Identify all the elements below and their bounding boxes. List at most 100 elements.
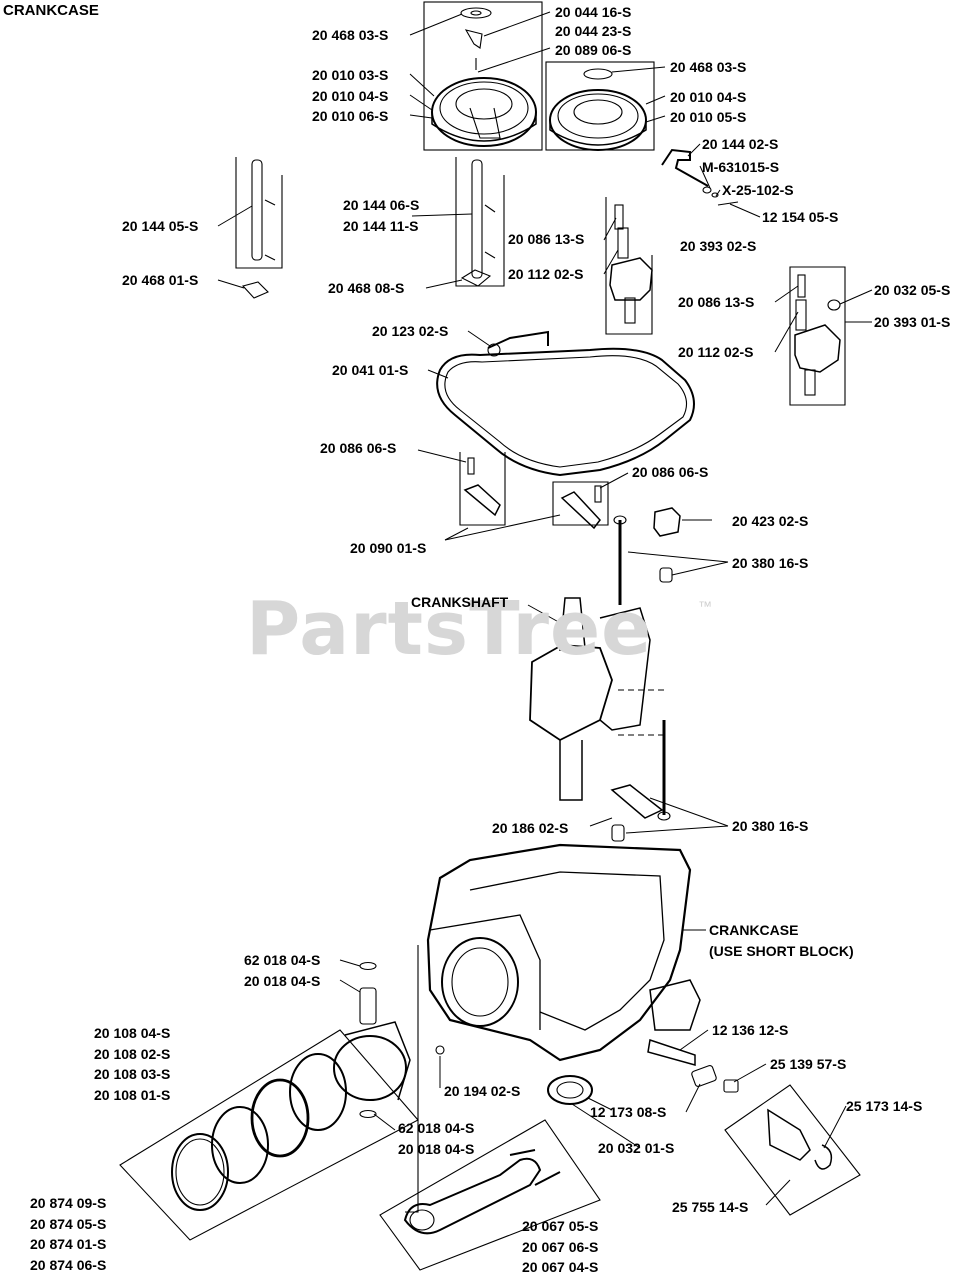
dowel-plate: [610, 784, 664, 819]
part-label[interactable]: 20 090 01-S: [350, 540, 427, 556]
tappet-group-box-a: [605, 197, 653, 335]
part-label[interactable]: 20 874 09-S: [30, 1195, 107, 1211]
diagram-title: CRANKCASE: [3, 2, 99, 19]
part-label[interactable]: 12 136 12-S: [712, 1022, 789, 1038]
part-label[interactable]: 20 423 02-S: [732, 513, 809, 529]
part-label[interactable]: 20 086 06-S: [320, 440, 397, 456]
crankshaft-shape: [559, 597, 586, 651]
part-label[interactable]: 20 108 04-S: [94, 1025, 171, 1041]
breather-tube: [661, 148, 709, 187]
part-label[interactable]: 20 108 02-S: [94, 1046, 171, 1062]
oil-seal: [547, 1075, 593, 1105]
rocker-assembly-a: [609, 257, 653, 301]
part-label[interactable]: 20 144 06-S: [343, 197, 420, 213]
part-label[interactable]: 20 144 02-S: [702, 136, 779, 152]
part-label[interactable]: 20 089 06-S: [555, 42, 632, 58]
watermark: PartsTree: [246, 586, 653, 672]
part-label[interactable]: 20 468 08-S: [328, 280, 405, 296]
part-label[interactable]: 20 032 05-S: [874, 282, 951, 298]
part-label[interactable]: 20 123 02-S: [372, 323, 449, 339]
part-label[interactable]: 20 010 03-S: [312, 67, 389, 83]
part-label[interactable]: 20 018 04-S: [244, 973, 321, 989]
part-label[interactable]: 20 067 06-S: [522, 1239, 599, 1255]
piston: [333, 1035, 407, 1101]
rocker-group-box: [459, 452, 506, 526]
part-label[interactable]: 25 173 14-S: [846, 1098, 923, 1114]
tappet-group-box-b: [789, 266, 846, 406]
cylinder-bore: [441, 937, 519, 1027]
oil-fitting-group-box: [724, 1084, 861, 1216]
guide-plate-mid: [460, 269, 492, 287]
part-label[interactable]: 12 173 08-S: [590, 1104, 667, 1120]
part-label[interactable]: 20 010 04-S: [670, 89, 747, 105]
part-label[interactable]: 20 380 16-S: [732, 818, 809, 834]
part-label[interactable]: CRANKCASE: [709, 922, 799, 938]
part-label[interactable]: 20 144 05-S: [122, 218, 199, 234]
piston-group-box: [405, 945, 419, 1213]
part-label[interactable]: CRANKSHAFT: [411, 594, 509, 610]
part-label[interactable]: 20 041 01-S: [332, 362, 409, 378]
piston-ring-3: [211, 1106, 269, 1184]
part-label[interactable]: 20 086 13-S: [678, 294, 755, 310]
part-label[interactable]: 20 086 06-S: [632, 464, 709, 480]
part-label[interactable]: 20 112 02-S: [678, 344, 754, 360]
part-label[interactable]: X-25-102-S: [722, 182, 794, 198]
part-label[interactable]: 20 067 04-S: [522, 1259, 599, 1275]
breather-hose: [487, 330, 549, 349]
part-label[interactable]: 62 018 04-S: [244, 952, 321, 968]
conrod-group-box: [379, 1119, 601, 1271]
part-label[interactable]: 20 874 06-S: [30, 1257, 107, 1273]
part-label[interactable]: 20 186 02-S: [492, 820, 569, 836]
part-label[interactable]: 20 010 06-S: [312, 108, 389, 124]
pushrod-mid: [471, 159, 483, 279]
piston-ring-1: [289, 1053, 347, 1131]
rocker-arm-left: [463, 484, 501, 517]
part-label[interactable]: 20 194 02-S: [444, 1083, 521, 1099]
part-label[interactable]: 20 086 13-S: [508, 231, 585, 247]
part-label[interactable]: 20 468 01-S: [122, 272, 199, 288]
watermark-trademark: ™: [698, 598, 712, 614]
crankcase-gasket: [436, 347, 695, 477]
part-label: (USE SHORT BLOCK): [709, 943, 854, 959]
pushrod-group-box-left: [235, 157, 283, 269]
part-label[interactable]: 12 154 05-S: [762, 209, 839, 225]
camshaft-group-box-left: [423, 1, 543, 151]
oil-filter-fitting: [767, 1108, 811, 1161]
part-label[interactable]: 25 755 14-S: [672, 1199, 749, 1215]
part-label[interactable]: M-631015-S: [702, 159, 780, 175]
rings-group-box: [119, 1029, 419, 1241]
part-label[interactable]: 20 108 03-S: [94, 1066, 171, 1082]
guide-plate-left: [241, 281, 269, 299]
pushrod-group-box-mid: [455, 157, 505, 287]
part-label[interactable]: 20 044 23-S: [555, 23, 632, 39]
part-label[interactable]: 20 067 05-S: [522, 1218, 599, 1234]
part-label[interactable]: 25 139 57-S: [770, 1056, 847, 1072]
part-label[interactable]: 20 468 03-S: [670, 59, 747, 75]
part-label[interactable]: 20 018 04-S: [398, 1141, 475, 1157]
part-label[interactable]: 20 044 16-S: [555, 4, 632, 20]
part-label[interactable]: 62 018 04-S: [398, 1120, 475, 1136]
washer-shape: [460, 7, 492, 19]
part-label[interactable]: 20 874 01-S: [30, 1236, 107, 1252]
pushrod-left: [251, 159, 263, 261]
part-label[interactable]: 20 112 02-S: [508, 266, 584, 282]
part-label[interactable]: 20 144 11-S: [343, 218, 419, 234]
part-label[interactable]: 20 010 05-S: [670, 109, 747, 125]
part-label[interactable]: 20 393 02-S: [680, 238, 757, 254]
connecting-rod: [403, 1157, 542, 1235]
part-label[interactable]: 20 468 03-S: [312, 27, 389, 43]
part-label[interactable]: 20 108 01-S: [94, 1087, 171, 1103]
piston-ring-2: [250, 1078, 310, 1158]
part-label[interactable]: 20 032 01-S: [598, 1140, 675, 1156]
part-label[interactable]: 20 874 05-S: [30, 1216, 107, 1232]
part-label[interactable]: 20 010 04-S: [312, 88, 389, 104]
rocker-assembly-b: [794, 324, 841, 373]
rocker-arm-right: [560, 491, 601, 530]
piston-ring-4: [171, 1133, 229, 1211]
part-label[interactable]: 20 393 01-S: [874, 314, 951, 330]
cam-gear-left: [431, 77, 537, 147]
spacer-block: [653, 507, 681, 537]
part-label[interactable]: 20 380 16-S: [732, 555, 809, 571]
